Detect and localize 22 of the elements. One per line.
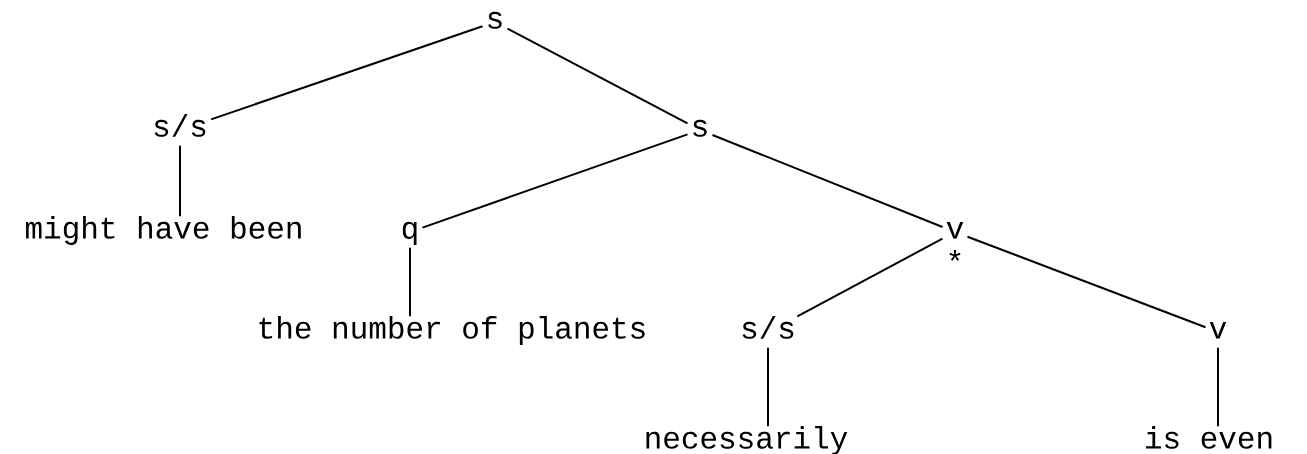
tree-branch [421,133,689,229]
tree-branch [179,144,181,218]
tree-label: necessarily [646,426,848,454]
tree-label: s/s [154,114,206,137]
tree-branch [711,134,944,228]
asterisk-mark: * [949,249,961,261]
tree-label: is even [1146,426,1272,449]
tree-label: v [946,222,964,239]
tree-label: s [488,11,502,29]
tree-label: the number of planets [259,316,645,345]
tree-label: v [1209,322,1227,339]
tree-branch [409,246,411,318]
tree-branch [210,25,484,121]
tree-label: s/s [742,316,794,339]
tree-branch [1217,346,1219,428]
tree-label: might have been [26,216,301,245]
tree-branch [506,27,689,125]
tree-branch [767,346,769,428]
tree-branch [966,235,1207,329]
tree-label: s [693,119,707,137]
tree-label: q [402,221,417,245]
tree-branch [796,237,944,318]
